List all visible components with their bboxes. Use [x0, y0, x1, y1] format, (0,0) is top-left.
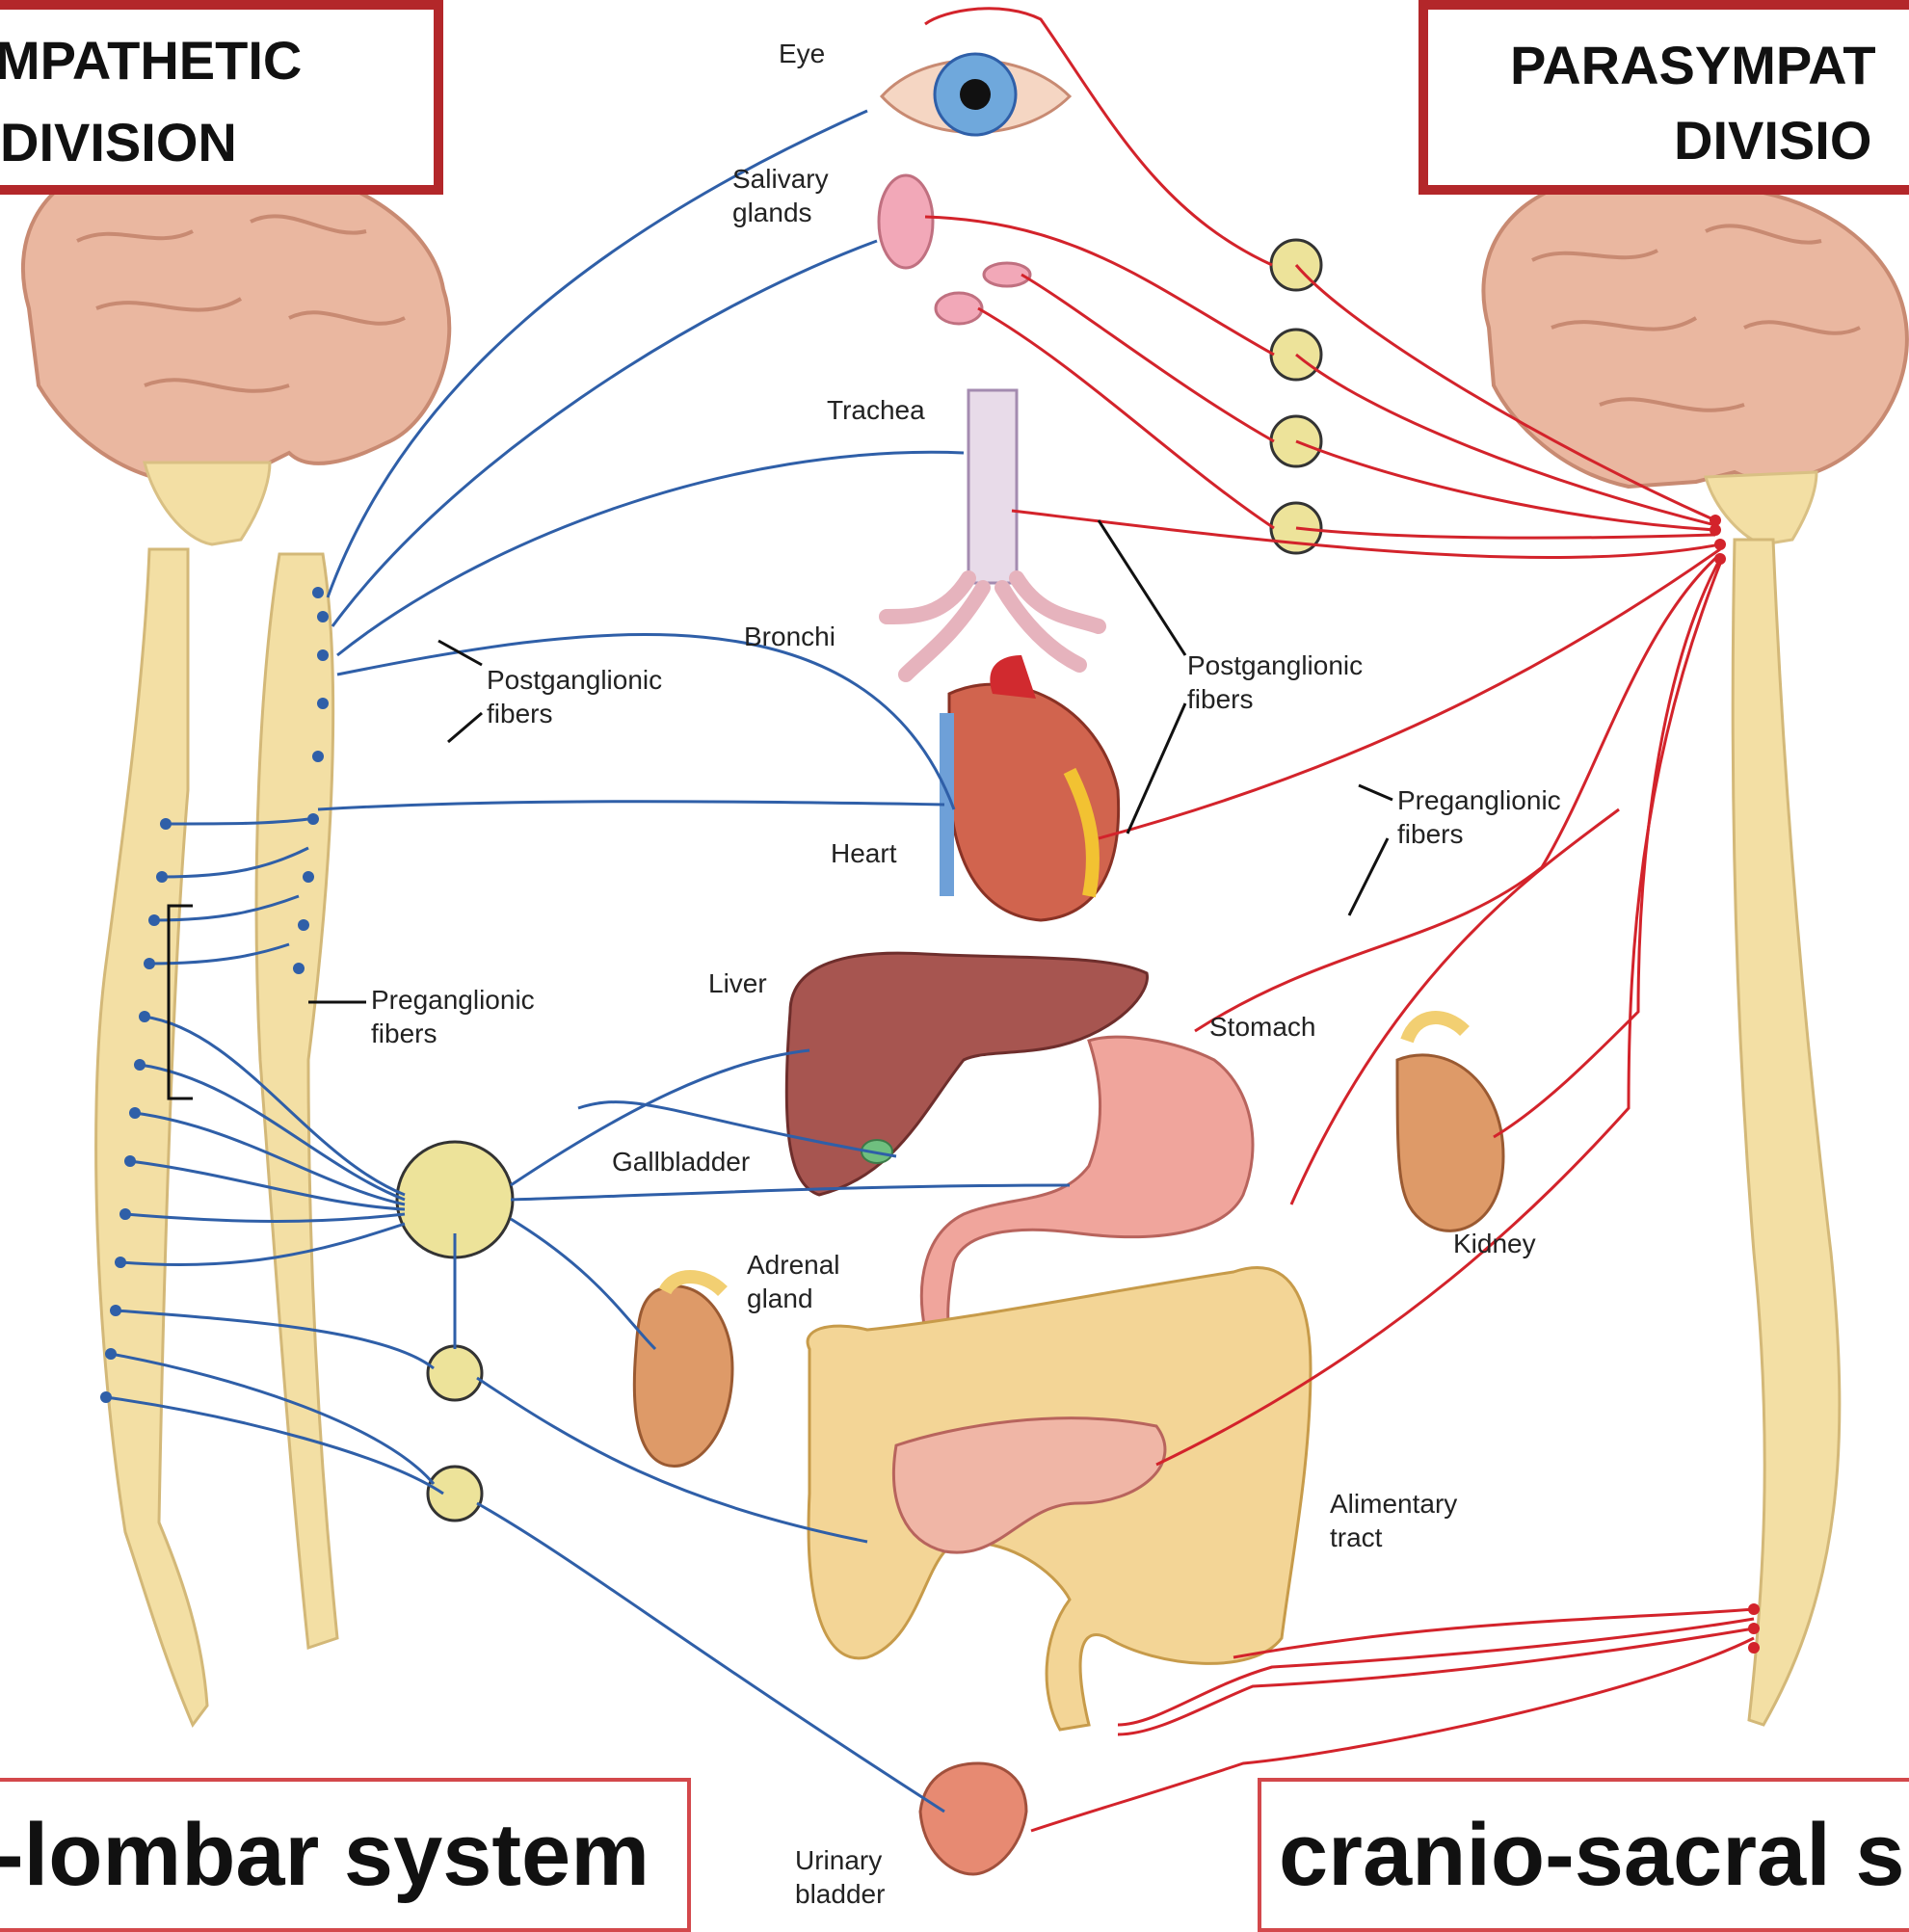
label-preganglionic-right-2: fibers: [1397, 819, 1463, 849]
cranio-sacral-text: cranio-sacral s: [1279, 1811, 1904, 1899]
cranio-sacral-box: cranio-sacral s: [1258, 1778, 1909, 1932]
right-brain: [1483, 166, 1907, 544]
label-postganglionic-right-1: Postganglionic: [1187, 650, 1363, 680]
thoraco-lombar-text: -lombar system: [0, 1811, 650, 1899]
trachea-bronchi-organ: [887, 390, 1099, 675]
label-salivary-1: Salivary: [732, 164, 829, 194]
left-brain: [23, 146, 449, 544]
parasympathetic-title-line1: PARASYMPAT: [1510, 39, 1876, 93]
label-postganglionic-left-2: fibers: [487, 699, 552, 728]
adrenal-kidney-organ: [634, 1277, 732, 1467]
left-spinal-cord: [96, 549, 337, 1725]
label-liver: Liver: [708, 968, 767, 998]
urinary-bladder-organ: [920, 1763, 1026, 1874]
sympathetic-title-line1: MPATHETIC: [0, 34, 302, 88]
parasympathetic-ganglia: [1271, 240, 1321, 553]
sympathetic-title-line2: DIVISION: [0, 116, 237, 170]
label-bronchi: Bronchi: [744, 622, 835, 651]
label-adrenal-1: Adrenal: [747, 1250, 840, 1280]
thoraco-lombar-box: -lombar system: [0, 1778, 691, 1932]
label-eye: Eye: [779, 39, 825, 68]
label-preganglionic-right-1: Preganglionic: [1397, 785, 1561, 815]
kidney-organ: [1397, 1018, 1503, 1231]
label-bladder-1: Urinary: [795, 1845, 882, 1875]
label-postganglionic-right-2: fibers: [1187, 684, 1253, 714]
label-gallbladder: Gallbladder: [612, 1147, 750, 1177]
alimentary-tract-organ: [808, 1268, 1311, 1730]
salivary-glands-organ: [879, 175, 1030, 324]
label-postganglionic-left-1: Postganglionic: [487, 665, 662, 695]
label-adrenal-2: gland: [747, 1284, 813, 1313]
label-heart: Heart: [831, 838, 897, 868]
label-alimentary-1: Alimentary: [1330, 1489, 1457, 1519]
label-trachea: Trachea: [827, 395, 925, 425]
parasympathetic-division-box: PARASYMPAT DIVISIO: [1418, 0, 1909, 195]
right-spinal-cord: [1733, 540, 1840, 1725]
label-stomach: Stomach: [1209, 1012, 1316, 1042]
sympathetic-division-box: MPATHETIC DIVISION: [0, 0, 443, 195]
heart-organ: [940, 655, 1119, 920]
eye-organ: [882, 54, 1070, 135]
label-preganglionic-left-2: fibers: [371, 1019, 437, 1048]
label-kidney: Kidney: [1453, 1229, 1536, 1258]
parasympathetic-title-line2: DIVISIO: [1674, 114, 1871, 168]
label-alimentary-2: tract: [1330, 1522, 1383, 1552]
label-salivary-2: glands: [732, 198, 812, 227]
label-preganglionic-left-1: Preganglionic: [371, 985, 535, 1015]
label-bladder-2: bladder: [795, 1879, 885, 1909]
